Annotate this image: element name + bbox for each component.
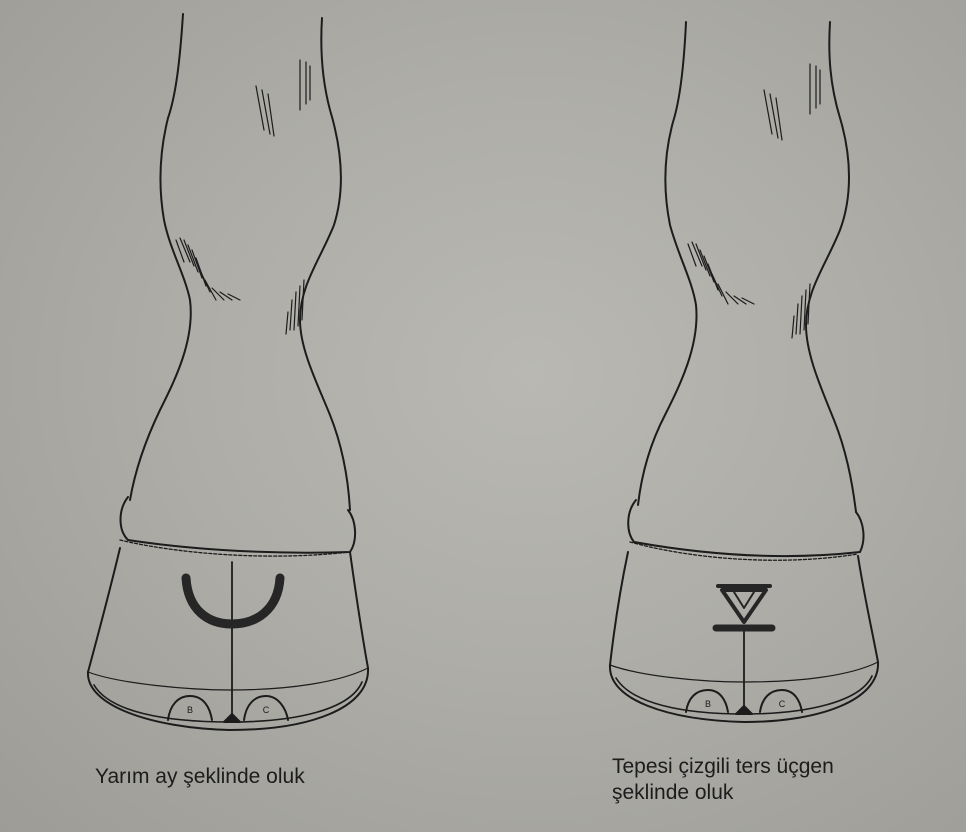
heel-label-c: C [779,699,786,709]
leg-outline-right-side [300,18,350,510]
hoof-figure-left: B C [88,14,368,730]
fetlock-shading [256,60,310,136]
leg-outline-right-side [806,22,856,512]
caption-crescent-groove: Yarım ay şeklinde oluk [95,764,305,790]
leg-shading-left [176,238,240,300]
heel-label-b: B [187,705,193,715]
hoof-wall-left [610,552,628,665]
caption-triangle-groove: Tepesi çizgili ters üçgen şeklinde oluk [612,754,834,806]
hoof-wall-left [88,548,120,672]
crescent-groove [186,578,280,624]
caption-left-text: Yarım ay şeklinde oluk [95,764,305,790]
hoof-wall-right [858,556,878,662]
hoof-wall-right [350,552,368,668]
heel-label-b: B [705,699,711,709]
heel-label-c: C [263,705,270,715]
fetlock-shading [764,64,820,140]
caption-right-line-2: şeklinde oluk [612,780,834,806]
coronet-band [121,497,356,553]
coronet-band [628,500,863,556]
inverted-triangle-groove [716,586,772,628]
leg-shading-left [688,242,754,304]
hoof-figure-right: B C [610,22,878,722]
shoe-rim [94,682,362,722]
leg-outline-left-side [638,22,697,505]
caption-right-line-1: Tepesi çizgili ters üçgen [612,754,834,780]
